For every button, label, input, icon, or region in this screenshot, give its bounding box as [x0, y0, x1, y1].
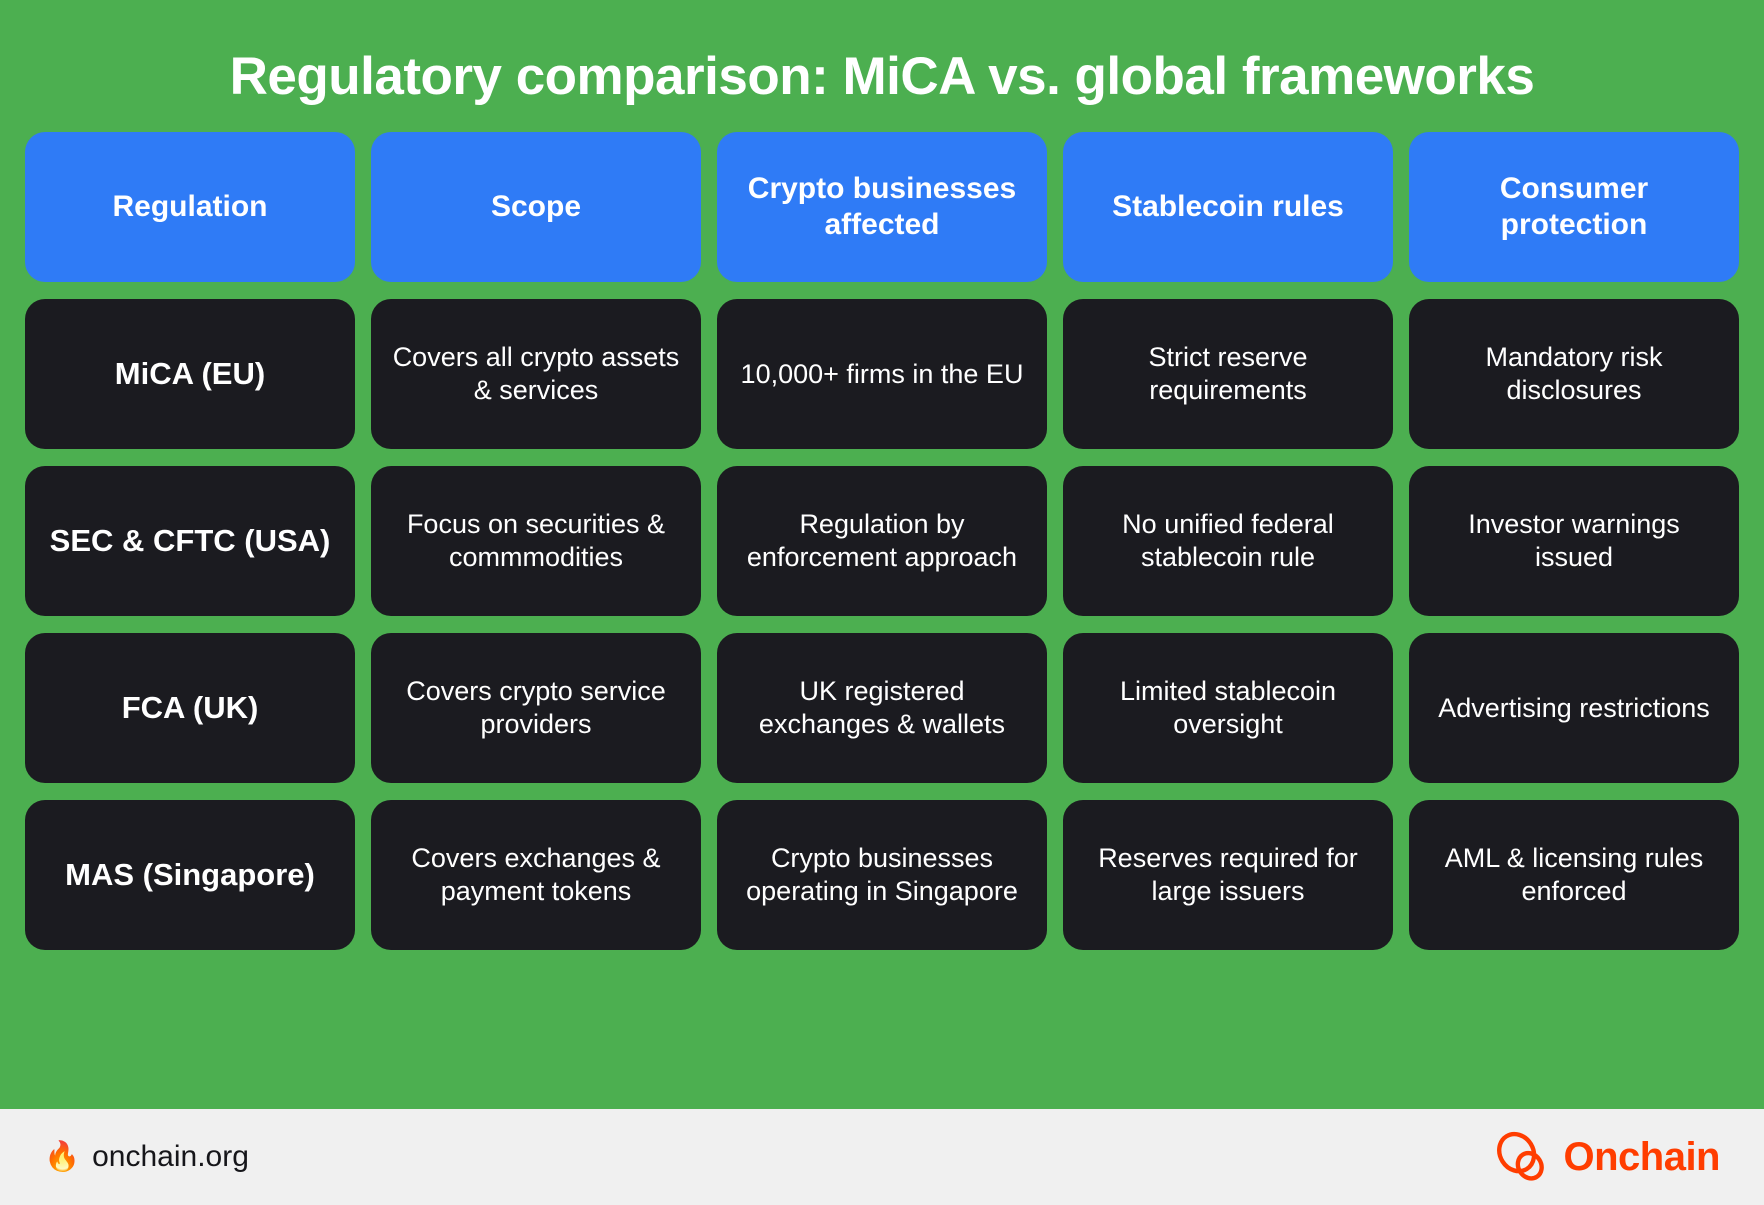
brand-logo: Onchain — [1493, 1129, 1720, 1185]
table-cell-consumer: Advertising restrictions — [1409, 633, 1739, 784]
flame-icon: 🔥 — [44, 1140, 81, 1173]
column-header-stablecoin-rules: Stablecoin rules — [1063, 132, 1393, 283]
table-row-regulation: MiCA (EU) — [25, 299, 355, 450]
table-cell-consumer: Mandatory risk disclosures — [1409, 299, 1739, 450]
table-cell-scope: Covers crypto service providers — [371, 633, 701, 784]
column-header-scope: Scope — [371, 132, 701, 283]
table-cell-stablecoin: Limited stablecoin oversight — [1063, 633, 1393, 784]
comparison-table: Regulation Scope Crypto businesses affec… — [25, 132, 1739, 951]
table-row-regulation: MAS (Singapore) — [25, 800, 355, 951]
column-header-regulation: Regulation — [25, 132, 355, 283]
site-name: onchain.org — [92, 1140, 249, 1173]
column-header-consumer-protection: Consumer protection — [1409, 132, 1739, 283]
footer-bar: 🔥 onchain.org Onchain — [0, 1109, 1764, 1205]
footer-site-credit: 🔥 onchain.org — [44, 1140, 249, 1174]
table-row-regulation: FCA (UK) — [25, 633, 355, 784]
table-cell-scope: Focus on securities & commmodities — [371, 466, 701, 617]
table-cell-stablecoin: Strict reserve requirements — [1063, 299, 1393, 450]
onchain-knot-icon — [1497, 1131, 1545, 1181]
table-cell-scope: Covers exchanges & payment tokens — [371, 800, 701, 951]
table-cell-stablecoin: Reserves required for large issuers — [1063, 800, 1393, 951]
table-cell-businesses: UK registered exchanges & wallets — [717, 633, 1047, 784]
table-cell-businesses: Crypto businesses operating in Singapore — [717, 800, 1047, 951]
brand-name: Onchain — [1563, 1134, 1720, 1179]
column-header-crypto-businesses-affected: Crypto businesses affected — [717, 132, 1047, 283]
comparison-board: Regulatory comparison: MiCA vs. global f… — [25, 47, 1739, 951]
page-title: Regulatory comparison: MiCA vs. global f… — [229, 47, 1535, 106]
table-cell-businesses: 10,000+ firms in the EU — [717, 299, 1047, 450]
table-row-regulation: SEC & CFTC (USA) — [25, 466, 355, 617]
table-cell-stablecoin: No unified federal stablecoin rule — [1063, 466, 1393, 617]
table-cell-consumer: AML & licensing rules enforced — [1409, 800, 1739, 951]
table-cell-consumer: Investor warnings issued — [1409, 466, 1739, 617]
table-cell-scope: Covers all crypto assets & services — [371, 299, 701, 450]
table-cell-businesses: Regulation by enforcement approach — [717, 466, 1047, 617]
